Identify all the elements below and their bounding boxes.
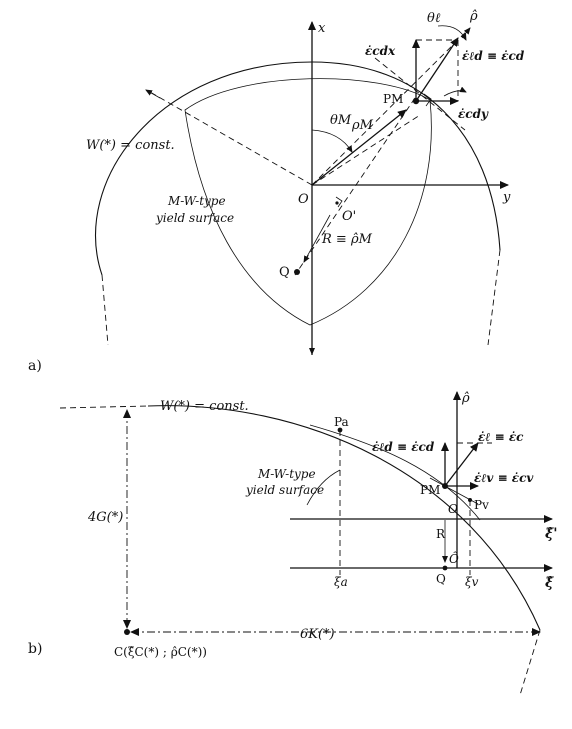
panel-b-label: b): [28, 641, 42, 657]
xi-v-label: ξv: [465, 575, 479, 589]
six-k-label: 6K(*): [300, 627, 335, 642]
p-m-label-b: PM: [420, 483, 440, 497]
rho-m-label: ρM: [351, 118, 374, 133]
eps-dy-label: ε̇cdy: [458, 107, 489, 121]
eps-dy-arc: [443, 86, 467, 97]
q-label-b: Q: [436, 572, 446, 586]
theta-m-label: θM: [330, 113, 352, 128]
panel-a-label: a): [28, 358, 42, 374]
eps-dx-label: ε̇cdx: [365, 44, 396, 58]
c-label: C(ξ̂C(*) ; ρ̂C(*)): [114, 645, 207, 659]
r-label-b: R: [436, 527, 446, 541]
r-label-a: R ≡ ρ̂M: [321, 232, 373, 247]
eps-d-label-b: ε̇ℓd ≡ ε̇cd: [372, 440, 435, 454]
p-m-label-a: PM: [383, 92, 403, 106]
radius-left: [149, 91, 313, 186]
left-axis-arrow: [145, 89, 161, 99]
point-q-b: [442, 565, 448, 571]
four-g-label: 4G(*): [87, 510, 123, 525]
point-c: [124, 629, 130, 635]
eps-v-label-b: ε̇ℓv ≡ ε̇cv: [474, 471, 534, 485]
xi-prime-label: ξ̂': [545, 526, 558, 542]
eps-d-label: ε̇ℓd ≡ ε̇cd: [462, 49, 525, 63]
theta-l-label: θℓ: [427, 11, 441, 26]
o-label-a: O: [298, 192, 309, 207]
eps-d-vector: [415, 37, 459, 102]
rho-hat-label-b: ρ̂: [461, 391, 470, 406]
tangent-b: [429, 477, 479, 505]
xi-a-label: ξa: [334, 575, 348, 589]
yield-label-b-2: yield surface: [245, 483, 324, 497]
eps-l-label-b: ε̇ℓ ≡ ε̇c: [478, 430, 524, 444]
w-const-label-a: W(*) = const.: [86, 138, 175, 153]
w-const-curve-b: [147, 405, 541, 631]
o-prime-line: [311, 114, 421, 186]
q-label-a: Q: [279, 265, 290, 280]
w-const-dash-right-b: [519, 629, 541, 696]
theta-l-arc: [437, 25, 467, 41]
w-const-label-b: W(*) = const.: [160, 399, 249, 414]
yield-label-a-1: M-W-type: [167, 194, 226, 208]
yield-label-a-2: yield surface: [155, 211, 234, 225]
o-prime-label: O': [342, 209, 356, 224]
rho-hat-axis-tip: [461, 27, 471, 39]
o-label-b: O: [448, 502, 458, 516]
yield-pointer-b: [306, 469, 341, 506]
w-const-circle-dash-left: [101, 274, 109, 346]
y-axis-label: y: [502, 190, 511, 205]
right-angle-p-m: [423, 93, 432, 107]
rho-hat-axis: [311, 27, 471, 186]
w-const-circle: [95, 61, 501, 276]
yield-surface-b: [309, 424, 481, 521]
rho-m-vector: [311, 109, 407, 186]
yield-label-b-1: M-W-type: [257, 467, 316, 481]
p-a-label: Pa: [334, 415, 349, 429]
panel-b: ρ̂ W(*) = const. Pa ε̇ℓd ≡ ε̇cd ε̇ℓ ≡ ε̇…: [28, 391, 558, 696]
x-axis-label: x: [318, 21, 326, 36]
panel-a: x y ρ̂ θℓ ε̇cdx ε̇ℓd ≡ ε̇cd ε̇cdy PM θM …: [28, 9, 525, 374]
o-hat-label-b: Ô: [449, 550, 459, 566]
o-q-line: [294, 97, 416, 276]
rho-hat-label: ρ̂: [469, 9, 478, 24]
w-const-dash-left-b: [59, 405, 149, 409]
point-p-a: [337, 427, 343, 433]
right-angle-o-prime: [335, 196, 343, 208]
w-const-circle-dash-right: [487, 249, 501, 346]
point-q: [294, 269, 300, 275]
eps-l-vector-b: [444, 442, 479, 487]
xi-hat-label: ξ̂: [545, 575, 554, 591]
theta-m-arc: [311, 129, 353, 153]
point-o-prime: [335, 201, 339, 205]
p-v-label: Pv: [474, 498, 489, 512]
r-arrow: [303, 214, 331, 263]
